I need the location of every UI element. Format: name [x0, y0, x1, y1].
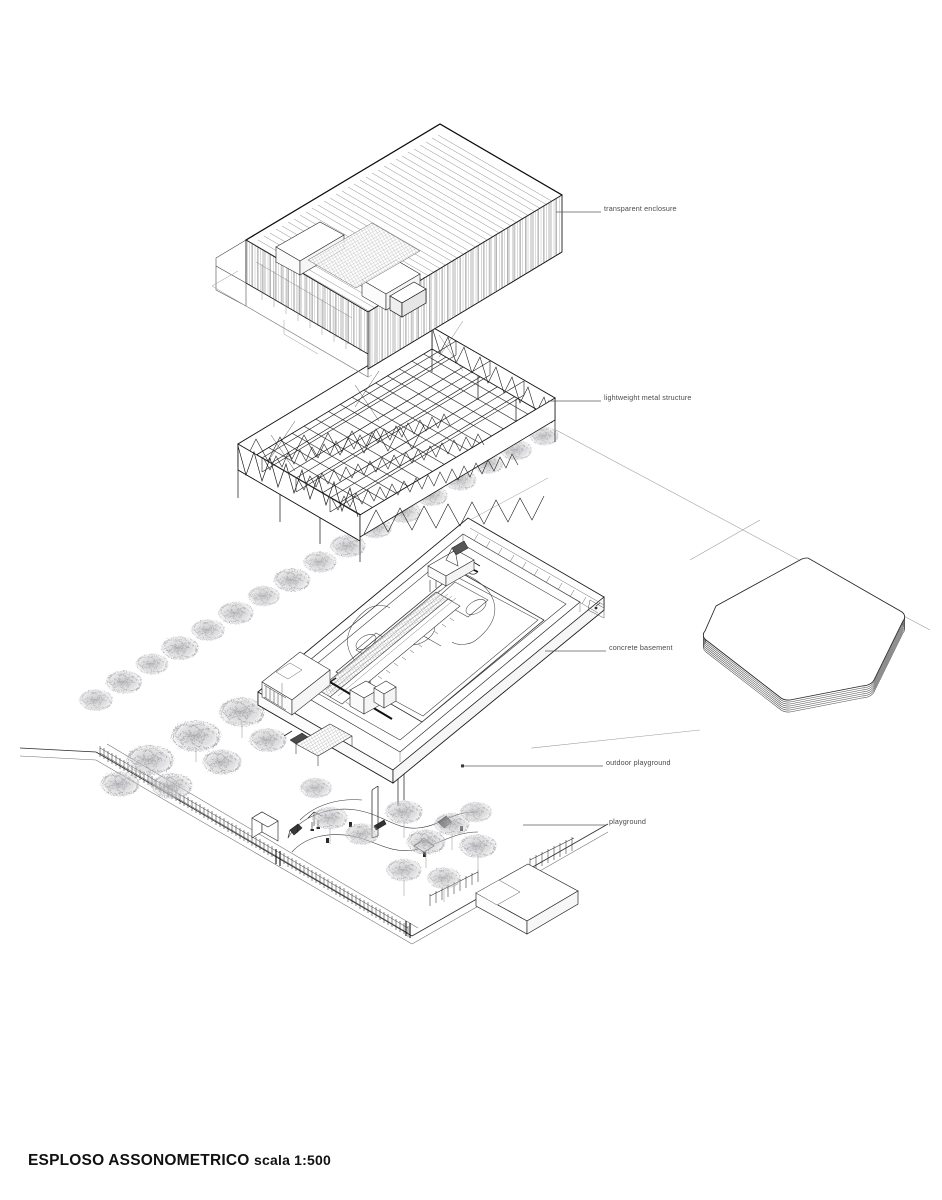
- sheet-title: ESPLOSO ASSONOMETRICO scala 1:500: [28, 1152, 331, 1170]
- playground-fence-east: [429, 837, 575, 906]
- service-rooms: [261, 651, 331, 716]
- layer-lightweight-metal-structure: [237, 320, 556, 562]
- annotation-concrete-basement: concrete basement: [609, 643, 673, 652]
- court-equipment: [349, 680, 397, 715]
- annotation-transparent-enclosure: transparent enclosure: [604, 204, 677, 213]
- layer-transparent-enclosure: [211, 123, 563, 378]
- layer-site-slab-stack: [419, 429, 931, 761]
- truss-ne: [431, 326, 556, 424]
- annotation-lightweight-metal-structure: lightweight metal structure: [604, 393, 692, 402]
- internal-girders: [261, 340, 525, 513]
- ramp-south: [283, 723, 353, 766]
- service-building: [475, 863, 579, 935]
- sheet-title-scale: scala 1:500: [254, 1152, 331, 1168]
- annotation-leaders: [462, 211, 606, 826]
- sheet-title-main: ESPLOSO ASSONOMETRICO: [28, 1152, 250, 1169]
- annotation-outdoor-playground: outdoor playground: [606, 758, 671, 767]
- bleachers: [317, 572, 461, 706]
- annotation-playground: playground: [609, 817, 647, 826]
- annotation-leader-dots: [461, 764, 464, 768]
- roof-box-north: [427, 549, 475, 587]
- layer-concrete-basement: [257, 517, 605, 784]
- ramp-north: [445, 540, 469, 567]
- slab-stack: [702, 557, 906, 713]
- entrance-gate: [251, 811, 279, 842]
- parking-bays: [469, 527, 605, 614]
